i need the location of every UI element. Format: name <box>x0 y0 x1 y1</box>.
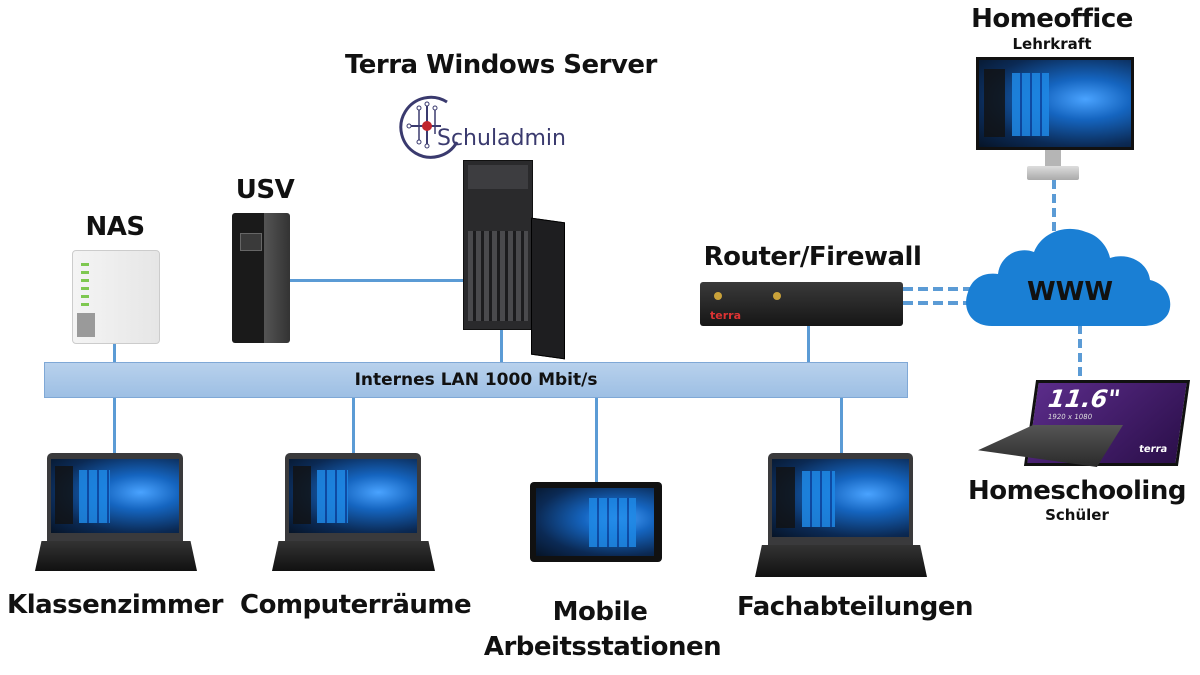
schuladmin-logo: Schuladmin <box>395 90 566 160</box>
client-label-computerraeume: Computerräume <box>240 590 472 620</box>
usv-device <box>232 213 290 343</box>
monitor-stand <box>1045 150 1061 168</box>
router-device: terra <box>700 282 903 326</box>
server-drive-slots <box>468 165 528 189</box>
server-title: Terra Windows Server <box>345 50 657 80</box>
wire-server-lan <box>500 328 503 364</box>
laptop-fachabteilungen <box>768 453 913 545</box>
nas-drive-bay <box>77 313 95 337</box>
homeschooling-label: Homeschooling <box>968 476 1186 506</box>
nas-status-leds <box>81 263 89 308</box>
router-label: Router/Firewall <box>703 242 922 272</box>
tablet-brand-logo: terra <box>1138 444 1169 455</box>
tablet-mobile <box>530 482 662 562</box>
client-label-fachabteilungen: Fachabteilungen <box>736 592 974 622</box>
client-label-arbeitsstationen: Arbeitsstationen <box>483 632 722 662</box>
wire-lan-computerraeume <box>352 397 355 455</box>
usv-display <box>240 233 262 251</box>
network-node-icon <box>399 95 459 159</box>
dashed-link-router-www-2 <box>903 301 973 305</box>
nas-label: NAS <box>85 212 145 242</box>
server-hdd-bays <box>468 231 528 321</box>
client-label-klassenzimmer: Klassenzimmer <box>7 590 223 620</box>
router-antenna-port-2 <box>773 292 781 300</box>
cloud-shape <box>966 228 1171 326</box>
wire-lan-klassenzimmer <box>113 397 116 455</box>
homeschooling-sublabel: Schüler <box>1045 506 1109 524</box>
tablet-screen-size: 11.6" <box>1046 385 1123 413</box>
router-antenna-port-1 <box>714 292 722 300</box>
dashed-link-www-homeschooling <box>1078 325 1082 377</box>
usv-label: USV <box>235 175 295 205</box>
www-cloud <box>966 228 1171 326</box>
wire-nas-lan <box>113 342 116 364</box>
wire-lan-mobile <box>595 397 598 482</box>
windows-screen <box>51 459 179 533</box>
router-brand-logo: terra <box>710 309 741 322</box>
laptop-keyboard <box>35 541 197 571</box>
lan-backbone: Internes LAN 1000 Mbit/s <box>44 362 908 398</box>
wire-lan-fachabteilungen <box>840 397 843 455</box>
lan-label: Internes LAN 1000 Mbit/s <box>354 370 598 390</box>
windows-screen <box>536 488 654 556</box>
homeoffice-sublabel: Lehrkraft <box>1012 35 1092 53</box>
laptop-keyboard <box>272 541 435 571</box>
server-tower <box>463 160 533 330</box>
nas-device <box>72 250 160 344</box>
dashed-link-router-www-1 <box>903 287 973 291</box>
www-label: WWW <box>1026 277 1114 307</box>
windows-screen <box>979 60 1131 147</box>
server-door <box>531 217 565 360</box>
monitor-base <box>1027 166 1079 180</box>
windows-screen <box>772 459 909 537</box>
logo-text: Schuladmin <box>437 126 566 151</box>
client-label-mobile: Mobile <box>552 597 648 627</box>
laptop-klassenzimmer <box>47 453 183 541</box>
homeoffice-label: Homeoffice <box>971 4 1133 34</box>
homeoffice-monitor <box>976 57 1134 150</box>
wire-usv-server <box>288 279 463 282</box>
laptop-computerraeume <box>285 453 421 541</box>
wire-router-lan <box>807 326 810 364</box>
laptop-keyboard <box>755 545 927 577</box>
dashed-link-homeoffice-www <box>1052 180 1056 235</box>
tablet-resolution: 1920 x 1080 <box>1047 413 1093 421</box>
windows-screen <box>289 459 417 533</box>
